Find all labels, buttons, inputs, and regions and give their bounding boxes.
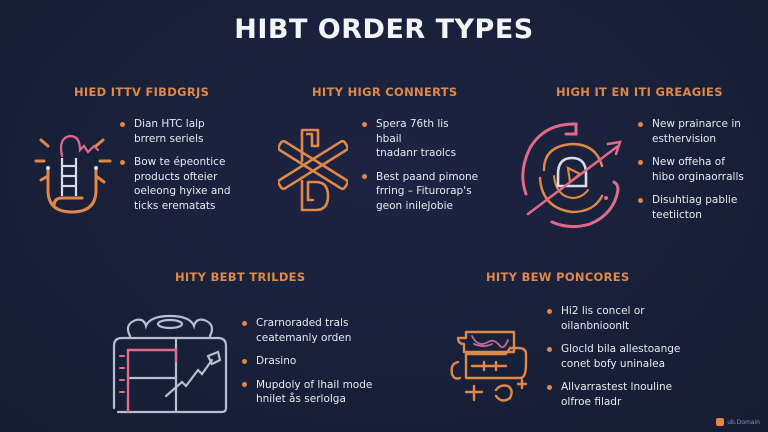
section-heading: HITY BEBT TRILDES	[175, 270, 306, 284]
bullet-item: Disuhtiag pablie teetiicton	[638, 193, 764, 222]
bullet-item: New prainarce in esthervision	[638, 117, 764, 146]
bullet-item: Glocld bila allestoange conet bofy unina…	[547, 342, 707, 371]
bullet-list: New prainarce in esthervision New offeha…	[638, 117, 764, 231]
bullet-item: Hi2 lis concel or oilanbnioonlt	[547, 304, 707, 333]
bullet-item: Bow te épeontice products ofteier oeleon…	[120, 155, 270, 213]
bullet-list: Spera 76th lis hbail tnadanr traolcs Bes…	[362, 117, 492, 222]
bullet-list: Dian HTC lalp brrern seriels Bow te épeo…	[120, 117, 270, 222]
bullet-item: Mupdoly of lhail mode hnilet ås serlolga	[242, 378, 382, 407]
watermark: ub.Domain	[716, 418, 760, 426]
bullet-item: Best paand pimone frring – Fiturorap's g…	[362, 170, 492, 214]
bullet-list: Hi2 lis concel or oilanbnioonlt Glocld b…	[547, 304, 707, 418]
section-heading: HITY BEW PONCORES	[486, 270, 630, 284]
page-title: HIBT ORDER TYPES	[234, 14, 534, 45]
section-heading: HIGH IT EN ITI GREAGIES	[556, 85, 723, 99]
bullet-item: Spera 76th lis hbail tnadanr traolcs	[362, 117, 492, 161]
watermark-text: ub.Domain	[727, 418, 760, 426]
bullet-item: Allvarrastest lnouline olfroe filadr	[547, 380, 707, 409]
target-play-arrow-icon	[521, 122, 622, 229]
bullet-item: Dian HTC lalp brrern seriels	[120, 117, 270, 146]
brand-logo-icon	[716, 418, 725, 426]
chart-board-icon	[112, 314, 228, 414]
crossed-bars-symbol-icon	[278, 128, 348, 212]
bullet-item: Crarnoraded trals ceatemanly orden	[242, 316, 382, 345]
bullet-item: New offeha of hibo orginaorralls	[638, 155, 764, 184]
bullet-item: Drasino	[242, 354, 382, 369]
section-heading: HIED ITTV FIBDGRJS	[74, 85, 210, 99]
lightbulb-ladder-icon	[34, 134, 112, 214]
section-heading: HITY HIGR CONNERTS	[312, 85, 458, 99]
card-device-icon	[450, 330, 528, 402]
bullet-list: Crarnoraded trals ceatemanly orden Drasi…	[242, 316, 382, 416]
